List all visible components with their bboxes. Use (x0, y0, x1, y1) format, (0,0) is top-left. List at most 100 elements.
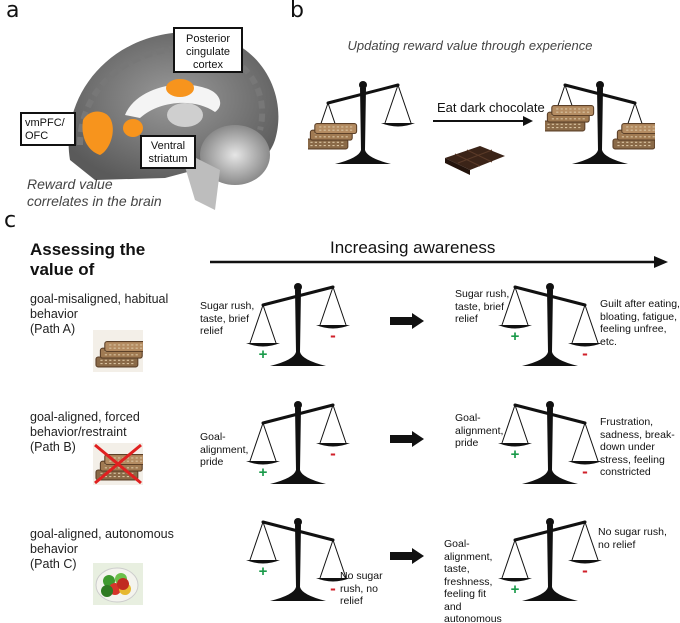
scale-knob (596, 81, 604, 89)
scale-strings (249, 521, 277, 561)
scale-pan-left (246, 461, 280, 465)
scale-pan-right (316, 325, 350, 329)
scale-knob (546, 401, 554, 409)
chocolate-bars-icon (305, 123, 358, 150)
after-minus-text: Frustration, sadness, break-down under s… (600, 416, 675, 478)
balance-scale-icon: +- (498, 518, 602, 601)
scale-strings (571, 304, 599, 344)
scale-pillar (270, 525, 326, 601)
scale-beam (262, 285, 334, 307)
minus-sign: - (582, 462, 588, 481)
panel-b-title: Updating reward value through experience (347, 38, 593, 53)
scale-pillar (335, 88, 391, 164)
plus-sign: + (511, 328, 520, 345)
crossed-out-chocolate-image (93, 443, 148, 485)
path-label: (Path C) (30, 557, 77, 571)
arrow-right-icon (390, 548, 424, 564)
balance-scale-icon: +- (246, 518, 350, 601)
awareness-axis-label: Increasing awareness (330, 238, 496, 257)
balance-scale: +- (243, 280, 353, 370)
vmpfc-activation (82, 111, 113, 155)
scale-pillar (522, 290, 578, 366)
scale-pillar (572, 88, 628, 164)
crossed-out-chocolate-image (93, 443, 148, 490)
scale-knob (546, 518, 554, 526)
scale-pan-right (568, 560, 602, 564)
scale-pillar (270, 408, 326, 484)
before-minus-text: No sugar rush, no relief (340, 570, 383, 607)
balance-scale: +- (495, 280, 605, 370)
scale-beam (514, 520, 586, 542)
scale-strings (319, 539, 347, 579)
scale-strings (571, 422, 599, 462)
scale-pan-left (246, 343, 280, 347)
chocolate-bars-icon (95, 341, 148, 368)
arrow-right-icon (390, 431, 424, 447)
scale-pan-right (381, 123, 415, 127)
after-minus-text: No sugar rush, no relief (598, 526, 667, 551)
balance-scale: +- (243, 515, 353, 605)
scale-pillar (522, 408, 578, 484)
label-vmpfc-ofc: vmPFC/ OFC (20, 112, 76, 146)
balance-scale: +- (495, 398, 605, 488)
scale-knob (294, 283, 302, 291)
path-label: (Path A) (30, 322, 76, 336)
balance-scale-icon: +- (498, 283, 602, 366)
balance-scale-icon: +- (246, 401, 350, 484)
action-label: Eat dark chocolate (437, 100, 545, 115)
scale-pan-right (316, 443, 350, 447)
plus-sign: + (511, 581, 520, 598)
scale-pillar (522, 525, 578, 601)
after-plus-text: Sugar rush, taste, brief relief (455, 288, 510, 325)
scale-strings (501, 286, 529, 326)
pcc-activation (166, 79, 194, 97)
scale-knob (294, 518, 302, 526)
balance-scale (305, 78, 418, 168)
after-plus-text: Goal-alignment, taste, freshness, feelin… (444, 538, 502, 623)
scale-beam (327, 83, 399, 105)
balance-scale: +- (243, 398, 353, 488)
scale-pan-right (568, 461, 602, 465)
scale-pan-left (498, 578, 532, 582)
scale-pan-right (568, 343, 602, 347)
minus-sign: - (330, 444, 336, 463)
transition-arrow (390, 548, 424, 569)
striatum-activation (123, 119, 143, 137)
scale-knob (294, 401, 302, 409)
balance-scale-icon (542, 81, 665, 164)
balance-scale-icon: +- (498, 401, 602, 484)
plus-sign: + (259, 346, 268, 363)
plus-sign: + (259, 563, 268, 580)
chocolate-bars-icon (542, 105, 595, 132)
scale-beam (514, 285, 586, 307)
transition-arrow (390, 431, 424, 452)
label-ventral-striatum: Ventral striatum (140, 135, 196, 169)
scale-strings (384, 84, 412, 124)
panel-c-heading: Assessing the value of (30, 240, 146, 279)
awareness-arrow (210, 256, 668, 268)
scale-pan-right (316, 578, 350, 582)
panel-a-letter: a (6, 0, 20, 23)
before-plus-text: Goal-alignment, pride (200, 431, 249, 468)
scale-knob (359, 81, 367, 89)
scale-strings (249, 422, 277, 462)
scale-knob (546, 283, 554, 291)
brain-caption: Reward value correlates in the brain (27, 176, 162, 209)
transition-arrow (390, 313, 424, 334)
behavior-label: goal-aligned, autonomous behavior (30, 527, 174, 556)
salad-bowl-image (93, 563, 143, 605)
minus-sign: - (330, 326, 336, 345)
scale-strings (501, 404, 529, 444)
before-plus-text: Sugar rush, taste, brief relief (200, 300, 255, 337)
scale-strings (571, 521, 599, 561)
arrow-right-icon (433, 116, 533, 126)
chocolate-bars-icon (612, 123, 665, 150)
panel-b-letter: b (290, 0, 304, 23)
salad-bowl-image (93, 563, 143, 610)
balance-scale-icon: +- (246, 283, 350, 366)
plus-sign: + (511, 446, 520, 463)
balance-scale-icon (305, 81, 415, 164)
behavior-label: goal-aligned, forced behavior/restraint (30, 410, 140, 439)
scale-strings (319, 286, 347, 326)
